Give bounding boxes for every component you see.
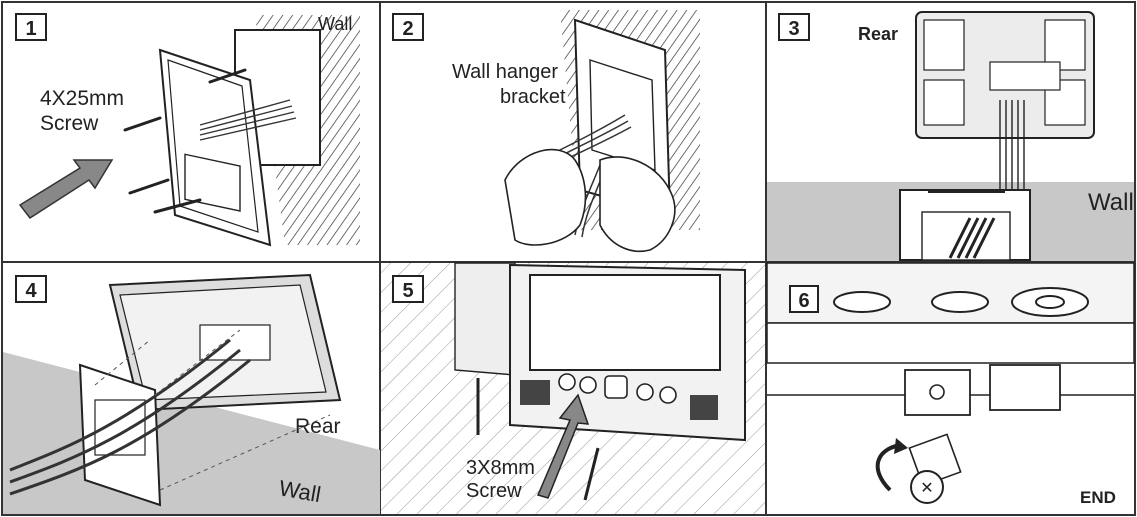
label-bracket: bracket xyxy=(500,86,566,108)
svg-text:✕: ✕ xyxy=(920,480,933,497)
step-badge-1 xyxy=(15,13,47,41)
monitor-screen xyxy=(529,274,721,371)
connector-board xyxy=(989,61,1061,91)
label-wall-3: Wall xyxy=(1088,189,1134,216)
label-end: END xyxy=(1080,488,1116,507)
step-number-6: 6 xyxy=(798,290,809,312)
rotate-arrow xyxy=(875,443,901,492)
label-wall: Wall xyxy=(318,14,352,34)
label-wall-hanger: Wall hanger xyxy=(452,61,558,83)
step-number-5: 5 xyxy=(402,280,413,302)
push-up-arrow xyxy=(536,393,590,499)
left-hand xyxy=(504,148,587,246)
label-rear-3: Rear xyxy=(858,24,898,44)
label-screw-size: 4X25mm xyxy=(40,87,124,110)
step-number-4: 4 xyxy=(25,280,37,302)
right-hand xyxy=(599,156,676,252)
label-screw-5: Screw xyxy=(466,480,522,502)
label-rear-4: Rear xyxy=(295,415,341,438)
panel-3: 3 Rear Wall xyxy=(767,11,1134,261)
cable-4 xyxy=(9,338,251,496)
panel-5: 5 3X8mm Screw xyxy=(381,262,765,514)
panel-6: 6 ✕ END xyxy=(766,262,1135,507)
panel-4: 4 Rear Wall xyxy=(3,273,380,514)
label-screw: Screw xyxy=(40,112,99,135)
screws xyxy=(123,68,247,214)
screw-5 xyxy=(583,447,600,501)
monitor-buttons xyxy=(558,373,677,404)
monitor-buttons-6 xyxy=(833,287,1089,317)
panel-2: 2 Wall hanger bracket xyxy=(392,10,700,252)
push-arrow xyxy=(18,159,114,220)
label-screw-size-5: 3X8mm xyxy=(466,457,535,479)
step-badge-5 xyxy=(392,275,424,303)
step-number-3: 3 xyxy=(788,18,799,40)
screw-tab xyxy=(904,369,971,416)
step-badge-4 xyxy=(15,275,47,303)
screw-6: ✕ xyxy=(908,433,962,504)
step-number-2: 2 xyxy=(402,18,413,40)
panel-1: 1 Wall 4X25mm Screw xyxy=(15,13,360,247)
step-number-1: 1 xyxy=(25,18,36,40)
step-badge-2 xyxy=(392,13,424,41)
step-badge-3 xyxy=(778,13,810,41)
step-badge-6 xyxy=(789,285,819,313)
